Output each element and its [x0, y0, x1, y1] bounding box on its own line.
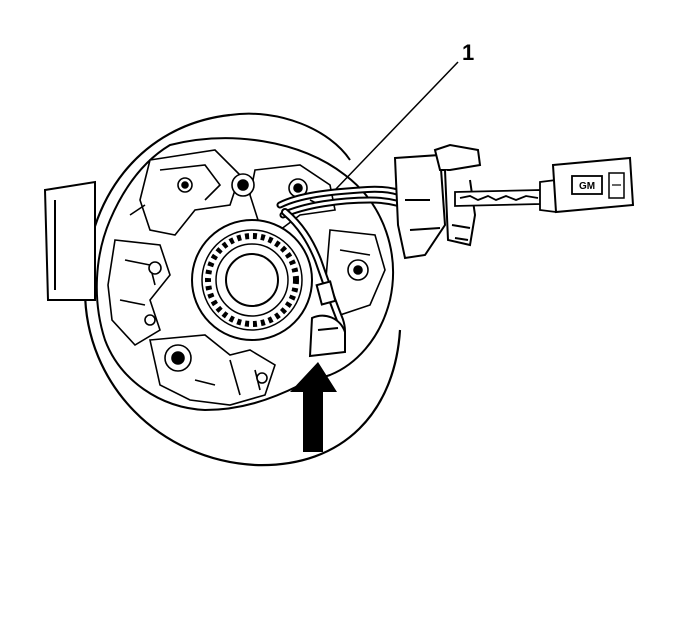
up-arrow-icon	[290, 362, 337, 452]
callout-1: 1	[334, 40, 474, 191]
ignition-lock-housing	[393, 143, 482, 260]
ignition-key	[454, 178, 557, 214]
outer-housing	[43, 112, 402, 467]
key-fob-logo-text: GM	[579, 181, 595, 192]
callout-leader-line	[334, 61, 459, 191]
inner-mechanism	[107, 149, 386, 406]
callout-number: 1	[462, 40, 474, 65]
key-fob	[551, 156, 635, 214]
lower-connector	[308, 314, 346, 358]
center-bearing	[191, 219, 313, 341]
